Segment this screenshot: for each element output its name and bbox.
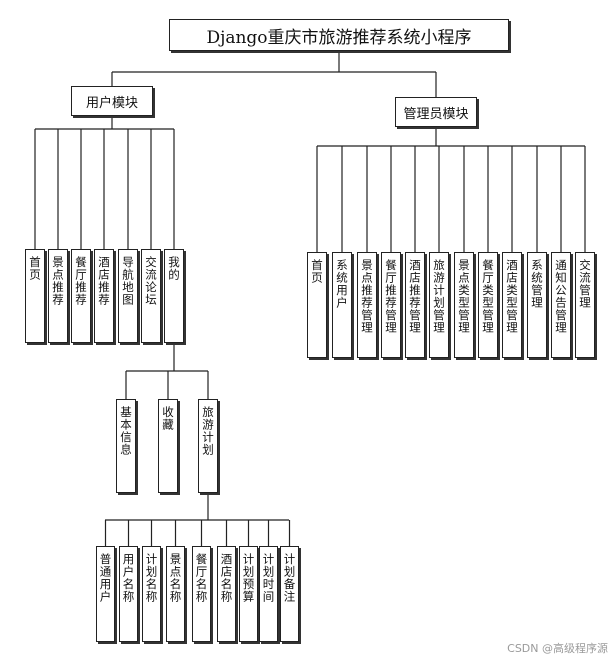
plan-child-7: 计划时间	[259, 546, 278, 642]
user-module-box: 用户模块	[71, 86, 153, 116]
plan-child-label: 计划时间	[261, 553, 276, 603]
plan-child-label: 计划预算	[241, 553, 256, 603]
plan-child-label: 景点名称	[168, 553, 183, 603]
mine-child-1: 收藏	[158, 399, 178, 493]
admin-child-5: 旅游计划管理	[429, 252, 449, 358]
mine-child-label: 基本信息	[119, 406, 133, 456]
admin-child-label: 餐厅类型管理	[481, 259, 495, 334]
user-child-5: 交流论坛	[141, 249, 161, 343]
mine-child-0: 基本信息	[116, 399, 136, 493]
user-child-label: 首页	[28, 256, 42, 281]
admin-child-label: 景点推荐管理	[360, 259, 374, 334]
admin-child-label: 首页	[310, 259, 324, 284]
plan-child-1: 用户名称	[119, 546, 138, 642]
plan-child-label: 用户名称	[121, 553, 136, 603]
user-child-1: 景点推荐	[48, 249, 68, 343]
admin-child-label: 通知公告管理	[554, 259, 568, 334]
user-child-2: 餐厅推荐	[71, 249, 91, 343]
admin-child-label: 餐厅推荐管理	[384, 259, 398, 334]
admin-child-label: 旅游计划管理	[432, 259, 446, 334]
user-child-label: 餐厅推荐	[74, 256, 88, 306]
plan-child-5: 酒店名称	[217, 546, 236, 642]
admin-child-7: 餐厅类型管理	[478, 252, 498, 358]
admin-child-3: 餐厅推荐管理	[381, 252, 401, 358]
plan-child-label: 酒店名称	[219, 553, 234, 603]
admin-child-10: 通知公告管理	[551, 252, 571, 358]
admin-child-label: 系统用户	[335, 259, 349, 309]
admin-child-6: 景点类型管理	[454, 252, 474, 358]
user-child-3: 酒店推荐	[94, 249, 114, 343]
mine-child-label: 收藏	[161, 406, 175, 431]
admin-child-8: 酒店类型管理	[502, 252, 522, 358]
plan-child-6: 计划预算	[239, 546, 258, 642]
admin-child-9: 系统管理	[527, 252, 547, 358]
user-child-label: 我的	[167, 256, 181, 281]
user-child-label: 酒店推荐	[97, 256, 111, 306]
admin-child-label: 酒店推荐管理	[408, 259, 422, 334]
plan-child-8: 计划备注	[280, 546, 299, 642]
user-child-label: 交流论坛	[144, 256, 158, 306]
mine-child-label: 旅游计划	[201, 406, 215, 456]
user-child-label: 导航地图	[121, 256, 135, 306]
mine-child-2: 旅游计划	[198, 399, 218, 493]
admin-child-4: 酒店推荐管理	[405, 252, 425, 358]
admin-module-box: 管理员模块	[395, 97, 477, 127]
admin-child-label: 景点类型管理	[457, 259, 471, 334]
plan-child-label: 餐厅名称	[194, 553, 209, 603]
admin-child-2: 景点推荐管理	[357, 252, 377, 358]
admin-child-label: 交流管理	[578, 259, 592, 309]
user-child-label: 景点推荐	[51, 256, 65, 306]
plan-child-3: 景点名称	[166, 546, 185, 642]
admin-child-11: 交流管理	[575, 252, 595, 358]
admin-child-1: 系统用户	[332, 252, 352, 358]
watermark: CSDN @高级程序源	[507, 642, 608, 655]
user-child-0: 首页	[25, 249, 45, 343]
admin-child-label: 系统管理	[530, 259, 544, 309]
root-title: Django重庆市旅游推荐系统小程序	[169, 19, 509, 51]
admin-child-label: 酒店类型管理	[505, 259, 519, 334]
plan-child-0: 普通用户	[96, 546, 115, 642]
plan-child-2: 计划名称	[142, 546, 161, 642]
user-child-4: 导航地图	[118, 249, 138, 343]
plan-child-label: 计划名称	[144, 553, 159, 603]
plan-child-4: 餐厅名称	[192, 546, 211, 642]
plan-child-label: 计划备注	[282, 553, 297, 603]
user-child-6: 我的	[164, 249, 184, 343]
admin-child-0: 首页	[307, 252, 327, 358]
plan-child-label: 普通用户	[98, 553, 113, 603]
